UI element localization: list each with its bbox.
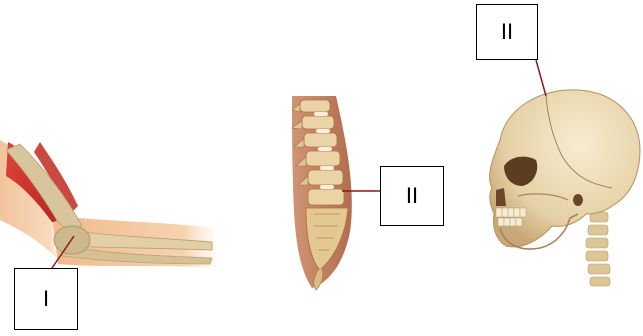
- tooth: [502, 208, 508, 217]
- disc: [318, 147, 332, 151]
- elbow-illustration: [0, 140, 216, 268]
- vertebra: [590, 277, 610, 286]
- vertebra: [588, 225, 608, 235]
- vertebra: [308, 189, 344, 205]
- tooth: [498, 218, 504, 226]
- disc: [316, 129, 330, 133]
- teeth: [496, 208, 526, 226]
- vertebra: [302, 116, 334, 129]
- disc: [320, 185, 334, 189]
- tooth: [504, 218, 510, 226]
- label-skull-text: II: [501, 19, 513, 45]
- vertebra: [306, 151, 340, 166]
- label-box-spine: II: [380, 166, 444, 226]
- tooth: [496, 208, 502, 217]
- tooth: [508, 208, 514, 217]
- spine-illustration: [292, 96, 381, 290]
- vertebra: [308, 170, 343, 185]
- skull-illustration: [490, 60, 640, 286]
- label-box-elbow: I: [14, 268, 78, 330]
- label-elbow-text: I: [43, 286, 49, 312]
- vertebra: [300, 100, 330, 112]
- pointer-line-skull: [536, 60, 546, 96]
- vertebra: [586, 238, 608, 248]
- tooth: [510, 218, 516, 226]
- vertebra: [304, 133, 337, 147]
- label-box-skull: II: [476, 4, 538, 60]
- vertebra: [588, 264, 610, 274]
- tooth: [516, 218, 522, 226]
- disc: [320, 166, 334, 170]
- ear-canal: [573, 194, 583, 206]
- tooth: [514, 208, 520, 217]
- cervical-spine: [586, 212, 610, 286]
- vertebra: [586, 251, 608, 261]
- tooth: [520, 208, 526, 217]
- disc: [314, 112, 328, 116]
- label-spine-text: II: [406, 183, 418, 209]
